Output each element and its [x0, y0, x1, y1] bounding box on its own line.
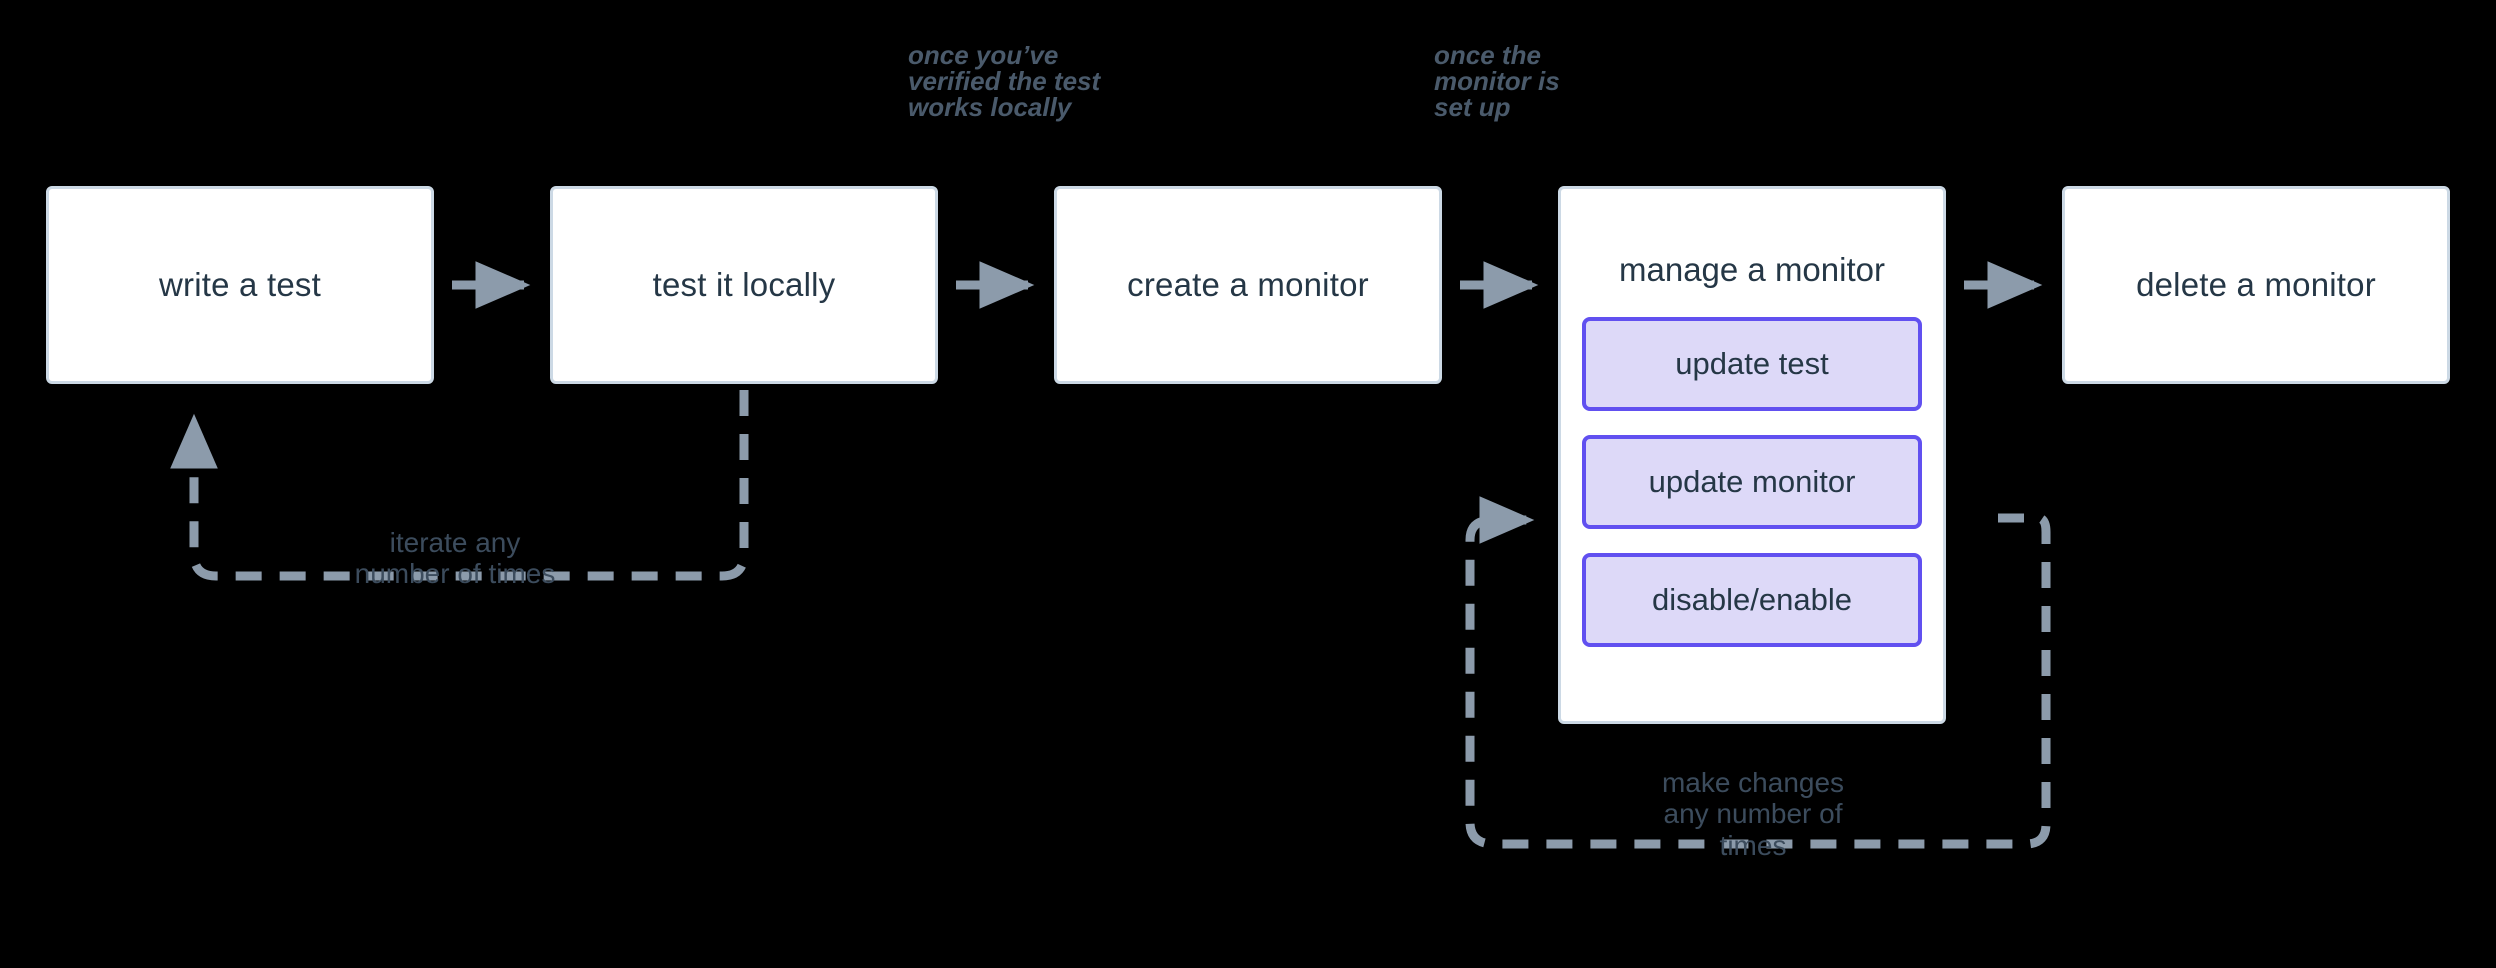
node-label: test it locally: [652, 266, 836, 303]
node-label: create a monitor: [1127, 266, 1369, 303]
node-label: write a test: [159, 266, 321, 303]
node-write-a-test[interactable]: write a test: [46, 186, 434, 384]
subnode-label: update monitor: [1648, 464, 1856, 499]
node-manage-a-monitor[interactable]: manage a monitor update test update moni…: [1558, 186, 1946, 724]
edge-label-make-changes: make changes any number of times: [1661, 767, 1845, 861]
node-create-a-monitor[interactable]: create a monitor: [1054, 186, 1442, 384]
subnode-update-monitor[interactable]: update monitor: [1582, 435, 1922, 529]
note-once-monitor-set-up: once the monitor is set up: [1434, 40, 1560, 122]
node-test-it-locally[interactable]: test it locally: [550, 186, 938, 384]
node-label: delete a monitor: [2136, 266, 2376, 303]
node-delete-a-monitor[interactable]: delete a monitor: [2062, 186, 2450, 384]
subnode-label: disable/enable: [1652, 582, 1852, 617]
subnode-disable-enable[interactable]: disable/enable: [1582, 553, 1922, 647]
edge-label-iterate: iterate any number of times: [354, 527, 556, 590]
subnode-update-test[interactable]: update test: [1582, 317, 1922, 411]
note-once-verified: once you’ve verified the test works loca…: [908, 40, 1101, 122]
node-label: manage a monitor: [1619, 251, 1885, 288]
subnode-label: update test: [1675, 346, 1829, 381]
